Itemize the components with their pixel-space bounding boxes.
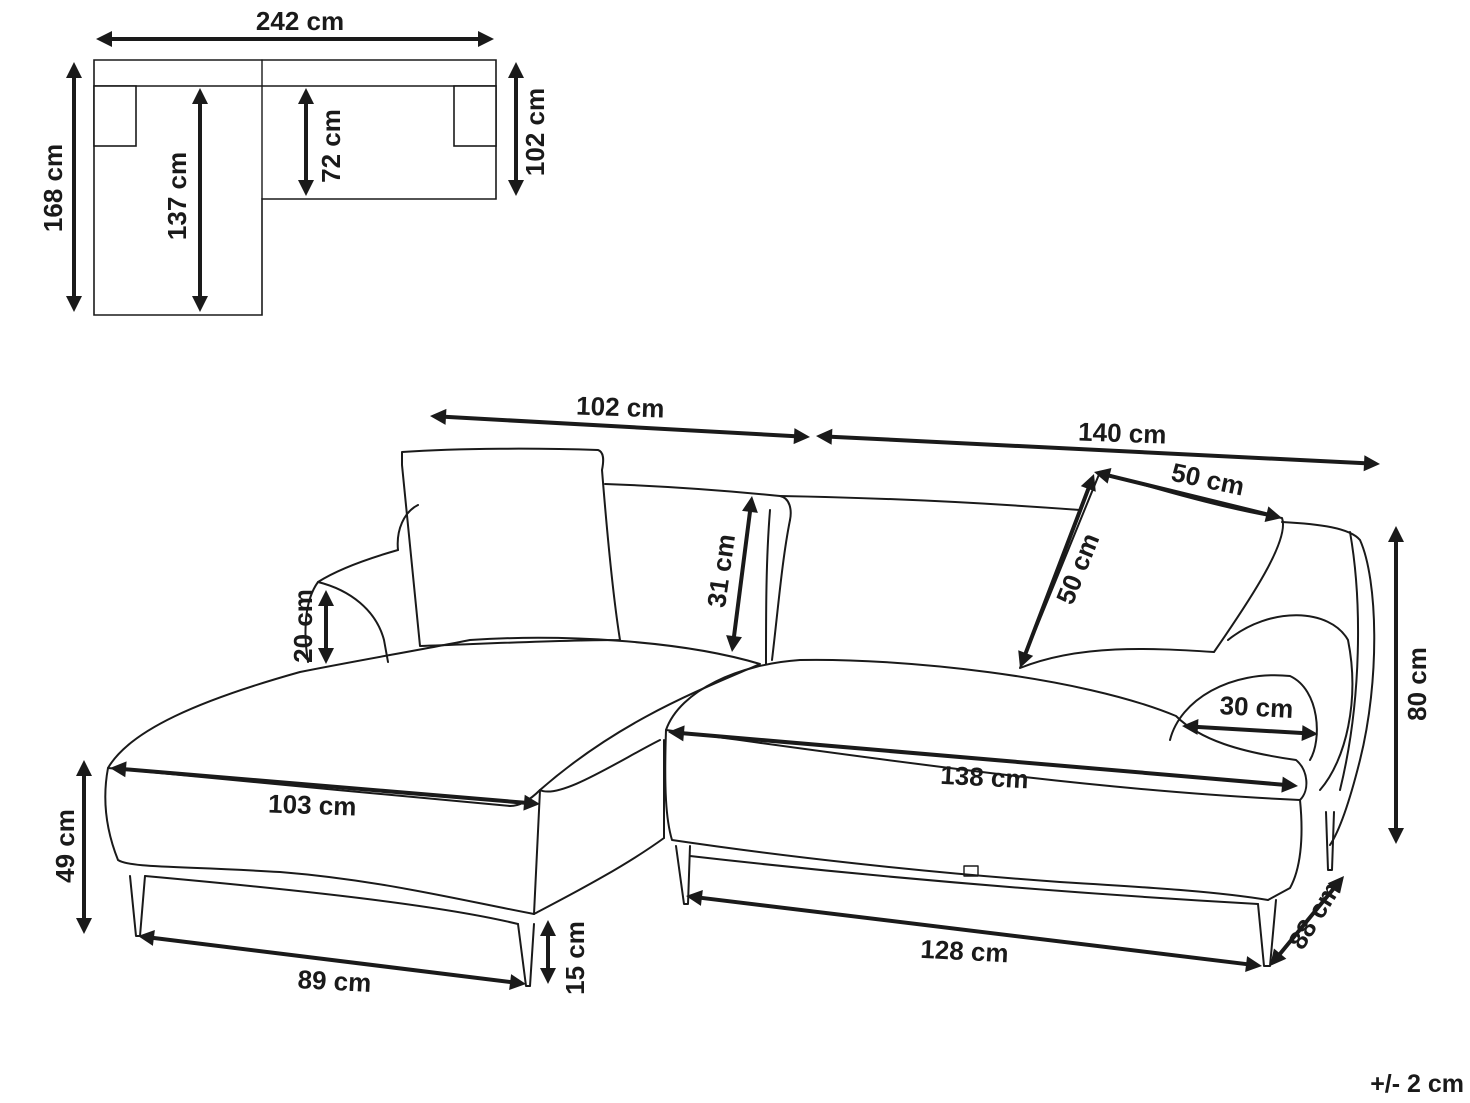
- label-total-height: 80 cm: [1402, 647, 1432, 721]
- dim-leg-height: [540, 920, 556, 984]
- label-total-width: 242 cm: [256, 6, 344, 36]
- dim-leg-span-chaise: [138, 930, 526, 990]
- top-view-plan: [93, 59, 497, 316]
- dim-cushion-height: [1018, 474, 1096, 668]
- dim-sofa-width: [816, 428, 1380, 472]
- label-leg-height: 15 cm: [560, 921, 590, 995]
- dim-chaise-width: [430, 408, 810, 445]
- label-sofa-seat-depth: 72 cm: [316, 109, 346, 183]
- dimension-arrows: [66, 31, 1404, 990]
- dim-sofa-depth-persp: [1270, 876, 1344, 966]
- label-sofa-depth: 102 cm: [520, 88, 550, 176]
- label-chaise-seat-depth: 137 cm: [162, 152, 192, 240]
- dim-chaise-seat-depth: [192, 88, 208, 312]
- label-seat-width: 138 cm: [940, 760, 1030, 795]
- dim-total-width: [96, 31, 494, 47]
- dim-backrest-height: [726, 496, 758, 652]
- dim-sofa-seat-depth: [298, 88, 314, 196]
- label-armrest-width: 30 cm: [1219, 690, 1294, 724]
- dim-seat-height: [76, 760, 92, 934]
- label-chaise-width: 102 cm: [576, 390, 665, 423]
- dim-sofa-depth: [508, 62, 524, 196]
- dim-chaise-seat-width: [110, 761, 540, 811]
- dim-armrest-width: [1182, 718, 1318, 742]
- sofa-outline: [104, 447, 1376, 987]
- dim-leg-span-sofa: [686, 889, 1262, 973]
- label-seat-height: 49 cm: [50, 809, 80, 883]
- label-backrest-height: 31 cm: [701, 532, 741, 609]
- dim-armrest-height: [318, 590, 334, 664]
- dim-total-height: [1388, 526, 1404, 844]
- dim-cushion-width: [1094, 468, 1282, 522]
- tolerance-note: +/- 2 cm: [1370, 1070, 1464, 1098]
- label-armrest-height: 20 cm: [288, 589, 318, 663]
- label-sofa-width: 140 cm: [1078, 416, 1167, 449]
- label-chaise-seat-width: 103 cm: [268, 788, 357, 821]
- label-total-depth: 168 cm: [38, 144, 68, 232]
- label-sofa-depth-perspective: 88 cm: [1282, 876, 1347, 954]
- dim-total-depth: [66, 62, 82, 312]
- dim-seat-width: [668, 725, 1298, 793]
- label-leg-span-chaise: 89 cm: [297, 964, 372, 998]
- label-leg-span-sofa: 128 cm: [920, 934, 1010, 969]
